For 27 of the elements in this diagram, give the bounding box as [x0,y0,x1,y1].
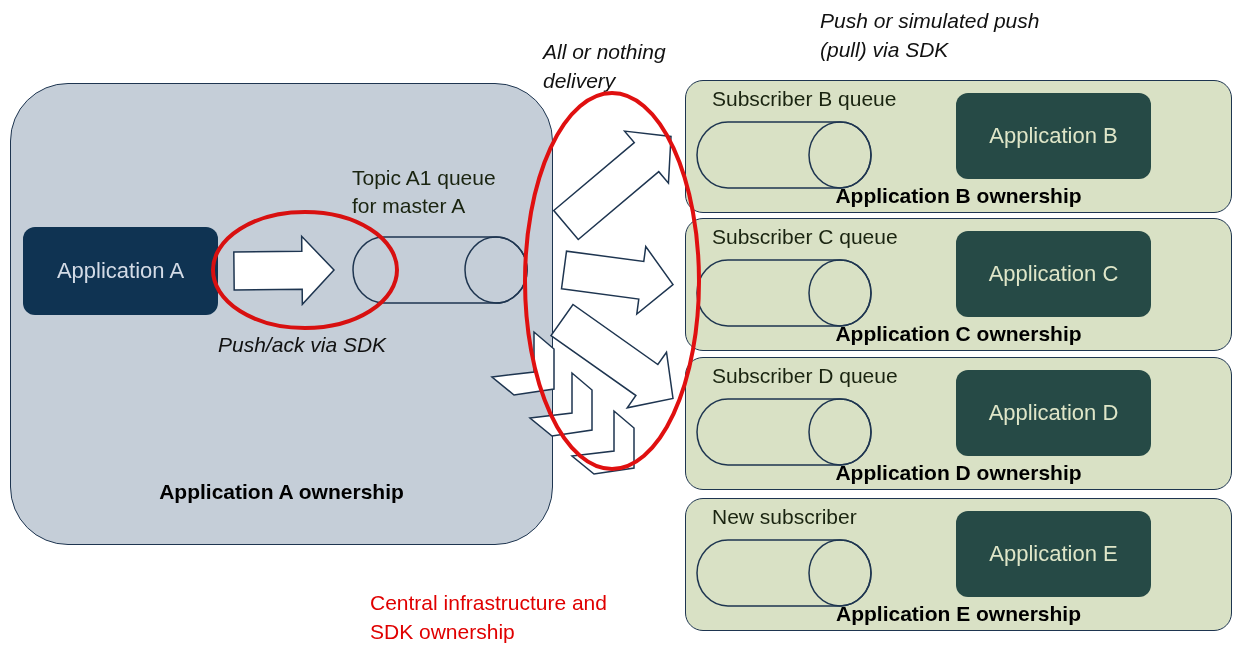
queue-label: Subscriber B queue [712,86,898,112]
panel-title: Application A ownership [158,480,405,504]
ownership-note: Central infrastructure and SDK ownership [370,590,608,645]
application-box: Application C [956,231,1151,317]
ownership-panel [685,80,1232,213]
ownership-panel [685,357,1232,490]
application-box: Application B [956,93,1151,179]
application-box: Application D [956,370,1151,456]
annotation-text: All or nothing delivery [543,39,667,94]
queue-label: Subscriber D queue [712,363,899,389]
block-arrow [552,130,672,241]
panel-title: Application C ownership [834,322,1083,346]
panel-title: Application E ownership [835,602,1082,626]
application-box: Application A [23,227,218,315]
ownership-panel [685,218,1232,351]
annotation-text: Push or simulated push (pull) via SDK [820,8,1041,63]
annotation-text: Push/ack via SDK [218,332,388,358]
queue-label: New subscriber [712,504,858,530]
queue-label: Subscriber C queue [712,224,899,250]
block-arrow [550,303,674,409]
panel-title: Application D ownership [834,461,1083,485]
ownership-panel [685,498,1232,631]
panel-title: Application B ownership [834,184,1083,208]
block-arrow [560,244,675,316]
queue-label: Topic A1 queue for master A [352,165,497,219]
application-box: Application E [956,511,1151,597]
block-arrow [233,234,336,307]
